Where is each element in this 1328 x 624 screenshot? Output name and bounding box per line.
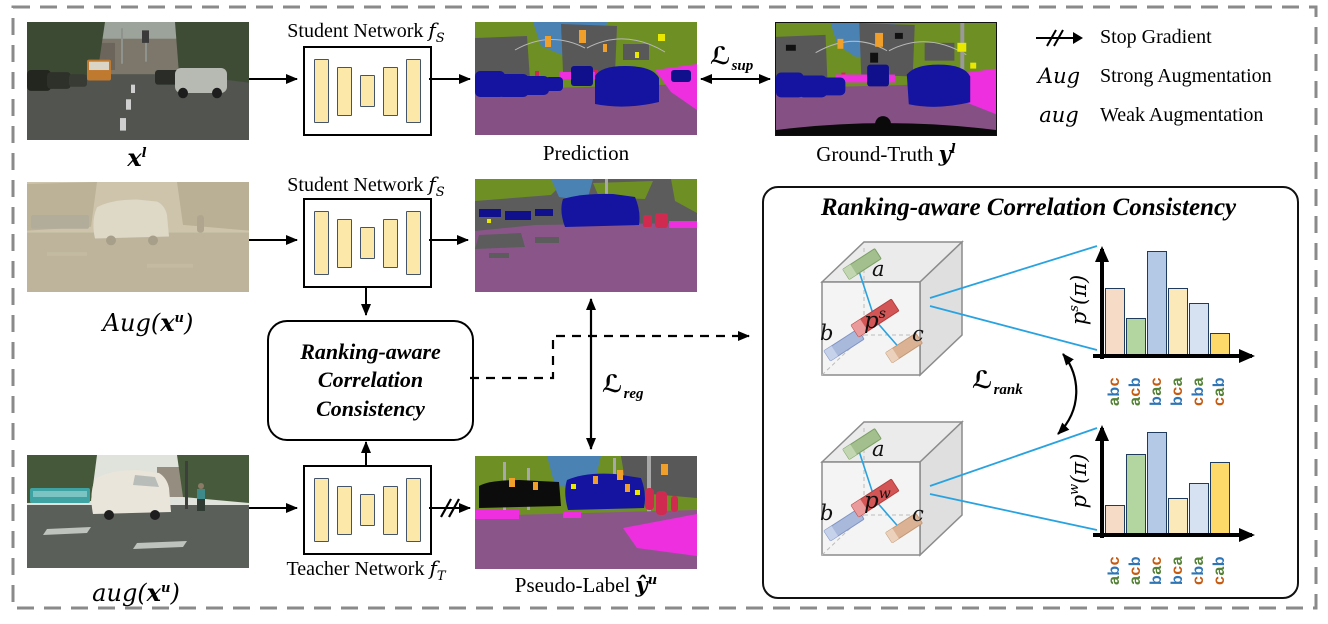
student-correlation-cube: a b c ps [820,240,964,377]
category-label-bca: bca [1169,376,1186,406]
decoder-bar [383,485,398,535]
labeled-input-caption: xl [127,143,147,172]
legend: Stop Gradient Aug Strong Augmentation au… [1030,26,1310,127]
encoder-bar [337,218,352,268]
student-network-title-top: Student Network fS [287,18,445,46]
legend-weak-augmentation: aug Weak Augmentation [1030,103,1310,127]
student-network-top [303,46,432,136]
bar-bca [1168,288,1188,356]
legend-weak-augmentation-label: Weak Augmentation [1100,103,1264,126]
legend-stop-gradient-label: Stop Gradient [1100,26,1212,48]
category-label-cab: cab [1211,555,1228,585]
rcc-module-line2: Correlation [317,367,424,393]
rcc-module-line1: Ranking-aware [300,339,441,365]
stop-gradient-icon [1036,29,1083,46]
weak-augmentation-symbol: aug [1039,103,1079,127]
decoder-bar [406,478,421,542]
category-label-bac: bac [1148,376,1165,406]
student-network-mid [303,198,432,288]
encoder-bar [337,66,352,116]
strong-augmentation-symbol: Aug [1037,64,1081,88]
ground-truth-caption: Ground-Truth yl [816,141,956,166]
bottleneck-bar [360,75,375,107]
encoder-bar [314,478,329,542]
bottleneck-bar [360,227,375,259]
pseudo-label-image [475,456,697,569]
ylabel-teacher-chart: pw(π) [1067,453,1091,509]
category-label-bca: bca [1169,555,1186,585]
encoder-bar [337,485,352,535]
legend-stop-gradient: Stop Gradient [1030,26,1310,49]
bar-abc [1105,288,1125,356]
bar-cab [1210,333,1230,356]
teacher-correlation-cube: a b c pw [820,420,964,557]
strong-augmented-caption: Aug(xu) [102,308,194,337]
arrow-teacher-to-pseudo-stop-gradient [429,498,471,518]
bar-cba [1189,303,1209,356]
encoder-bar [314,59,329,123]
category-label-cba: cba [1190,555,1207,585]
cube-label-b: b [820,321,833,345]
prediction-image [475,22,697,135]
ranking-loss-label: ℒrank [972,366,1023,398]
regularization-loss-label: ℒreg [602,370,644,402]
cube-label-a: a [872,437,885,461]
legend-strong-augmentation: Aug Strong Augmentation [1030,64,1310,88]
category-label-cab: cab [1211,376,1228,406]
decoder-bar [383,218,398,268]
legend-strong-augmentation-label: Strong Augmentation [1100,64,1272,87]
bar-cab [1210,462,1230,535]
bar-acb [1126,318,1146,356]
teacher-network [303,465,432,555]
weak-augmented-image [27,455,249,568]
category-label-bac: bac [1148,555,1165,585]
cube-label-b: b [820,501,833,525]
weak-augmented-caption: aug(xu) [92,578,180,607]
bottleneck-bar [360,494,375,526]
cube-label-a: a [872,257,885,281]
category-label-cba: cba [1190,376,1207,406]
cube-label-c: c [912,502,924,526]
category-label-acb: acb [1127,555,1144,585]
decoder-bar [383,66,398,116]
ground-truth-image [775,22,997,136]
student-network-title-mid: Student Network fS [287,172,445,200]
teacher-network-title: Teacher Network fT [286,556,446,584]
bar-bac [1147,432,1167,535]
supervised-loss-label: ℒsup [710,42,754,74]
cube-label-c: c [912,322,924,346]
rcc-module-line3: Consistency [316,395,425,421]
ylabel-student-chart: ps(π) [1067,274,1091,326]
rcc-panel-title: Ranking-aware Correlation Consistency [820,194,1237,221]
bar-cba [1189,483,1209,535]
decoder-bar [406,211,421,275]
rcc-module-box: Ranking-aware Correlation Consistency [267,320,474,441]
encoder-bar [314,211,329,275]
category-label-abc: abc [1106,376,1123,406]
prediction-caption: Prediction [542,141,630,165]
bar-bca [1168,498,1188,535]
labeled-input-image [27,22,249,140]
bar-acb [1126,454,1146,535]
bar-abc [1105,505,1125,535]
bar-bac [1147,251,1167,356]
category-label-abc: abc [1106,555,1123,585]
strong-augmented-image [27,182,249,292]
decoder-bar [406,59,421,123]
student-unlabeled-prediction-image [475,179,697,292]
category-label-acb: acb [1127,376,1144,406]
pseudo-label-caption: Pseudo-Label ŷu [514,572,658,597]
